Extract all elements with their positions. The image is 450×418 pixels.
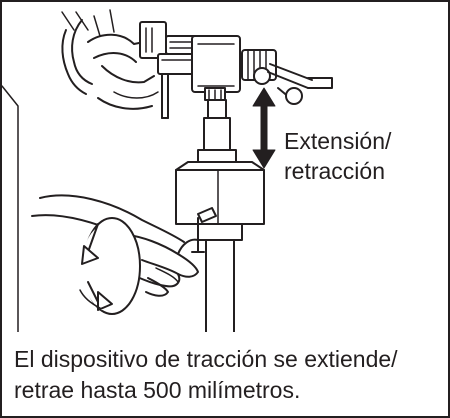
double-arrow-icon xyxy=(252,87,276,169)
crank-knob xyxy=(191,207,217,253)
rotation-arrow-icon xyxy=(79,217,141,315)
label-line-2: retracción xyxy=(284,158,385,184)
caption-line-1: El dispositivo de tracción se extiende/ xyxy=(14,346,398,372)
hand-illustration xyxy=(31,194,199,297)
extension-retraction-label: Extensión/ retracción xyxy=(284,126,391,186)
label-line-1: Extensión/ xyxy=(284,128,392,154)
lever-handle xyxy=(267,63,333,105)
caption-line-2: retrae hasta 500 milímetros. xyxy=(14,377,301,403)
housing-block xyxy=(175,161,265,332)
traction-device-illustration xyxy=(2,9,333,332)
extension-rod xyxy=(197,99,237,163)
margin-line xyxy=(2,85,19,332)
caption: El dispositivo de tracción se extiende/ … xyxy=(14,344,439,406)
leg-boot-fragment xyxy=(61,9,169,119)
